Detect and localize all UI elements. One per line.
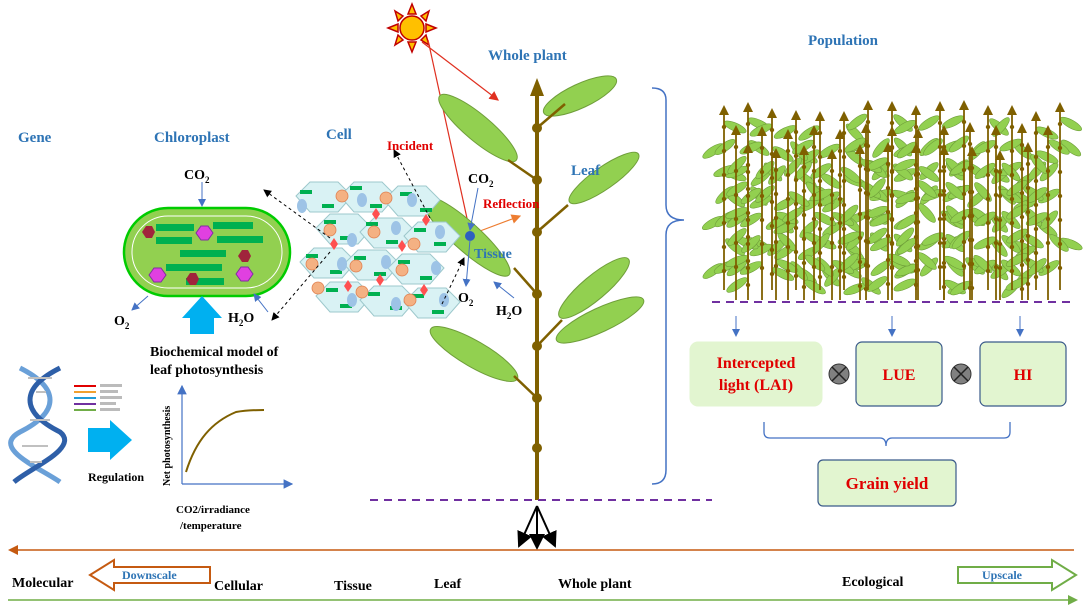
- chloroplast-h2o-label: H2O: [228, 311, 254, 328]
- yield-bracket: [763, 422, 1011, 447]
- leaf-co2-arrow: [467, 187, 479, 231]
- scale-brace: [651, 87, 685, 485]
- lue-box: [855, 341, 943, 407]
- scale-molecular-label: Molecular: [12, 576, 73, 591]
- chloroplast-illustration: [122, 206, 292, 298]
- downscale-arrow: [88, 558, 211, 592]
- graph-y-axis-label: Net photosynthesis: [162, 406, 173, 486]
- scale-cellular-label: Cellular: [214, 579, 263, 594]
- chloroplast-o2-arrow: [131, 295, 149, 311]
- scale-tissue-label: Tissue: [334, 579, 372, 594]
- scale-leaf-label: Leaf: [434, 577, 462, 592]
- regulation-label: Regulation: [88, 470, 144, 484]
- multiply-operator-icon: [950, 363, 972, 385]
- upscale-label: Upscale: [982, 568, 1023, 582]
- grain-yield-label: Grain yield: [846, 474, 929, 493]
- intercepted-light-box: [689, 341, 823, 407]
- photosynthesis-response-graph: [177, 384, 294, 489]
- chloroplast-up-arrow: [182, 296, 222, 334]
- leaf-h2o-arrow: [493, 281, 515, 299]
- biochemical-model-label-line2: leaf photosynthesis: [150, 363, 264, 378]
- upscale-axis-arrowhead: [1068, 595, 1078, 605]
- cell-label: Cell: [326, 127, 352, 143]
- grain-yield-box: [817, 459, 957, 507]
- population-crop-field: [701, 100, 1083, 300]
- leaf-o2-arrow: [462, 239, 471, 287]
- root-arrows: [517, 505, 557, 550]
- chloroplast-o2-label: O2: [114, 314, 130, 331]
- whole-plant-label: Whole plant: [488, 48, 567, 64]
- hi-box: [979, 341, 1067, 407]
- graph-x-axis-label-line2: /temperature: [179, 520, 242, 532]
- sun-icon: [385, 1, 439, 55]
- multiply-operator-icon: [828, 363, 850, 385]
- incident-label: Incident: [387, 138, 434, 153]
- intercepted-light-label-line1: Intercepted: [717, 355, 796, 372]
- dna-helix-icon: [8, 365, 122, 485]
- scale-ecological-label: Ecological: [842, 575, 904, 590]
- tissue-label: Tissue: [474, 247, 512, 262]
- lue-label: LUE: [883, 367, 916, 384]
- intercepted-light-label-line2: light (LAI): [719, 377, 793, 394]
- cell-dashed-arrows: [263, 149, 465, 321]
- leaf-co2-label: CO2: [468, 172, 494, 189]
- regulation-arrow: [88, 420, 132, 460]
- leaf-label: Leaf: [571, 163, 601, 179]
- downscale-label: Downscale: [122, 568, 177, 582]
- yield-component-arrows: [732, 316, 1024, 337]
- downscale-axis-arrowhead: [8, 545, 18, 555]
- scale-whole-plant-label: Whole plant: [558, 577, 632, 592]
- chloroplast-label: Chloroplast: [154, 130, 230, 146]
- reflection-label: Reflection: [483, 196, 540, 211]
- chloroplast-co2-label: CO2: [184, 168, 210, 185]
- biochemical-model-label-line1: Biochemical model of: [150, 345, 279, 360]
- incident-arrow: [427, 39, 473, 234]
- hi-label: HI: [1014, 367, 1033, 384]
- sunlight-arrow: [421, 41, 499, 101]
- upscale-arrow: [957, 558, 1078, 592]
- population-label: Population: [808, 33, 879, 49]
- chloroplast-h2o-arrow: [253, 293, 269, 313]
- leaf-o2-label: O2: [458, 291, 474, 308]
- leaf-h2o-label: H2O: [496, 304, 522, 321]
- graph-x-axis-label-line1: CO2/irradiance: [176, 504, 250, 516]
- gene-label: Gene: [18, 130, 52, 146]
- cell-tissue-illustration: [295, 181, 461, 319]
- whole-plant-illustration: [421, 75, 645, 500]
